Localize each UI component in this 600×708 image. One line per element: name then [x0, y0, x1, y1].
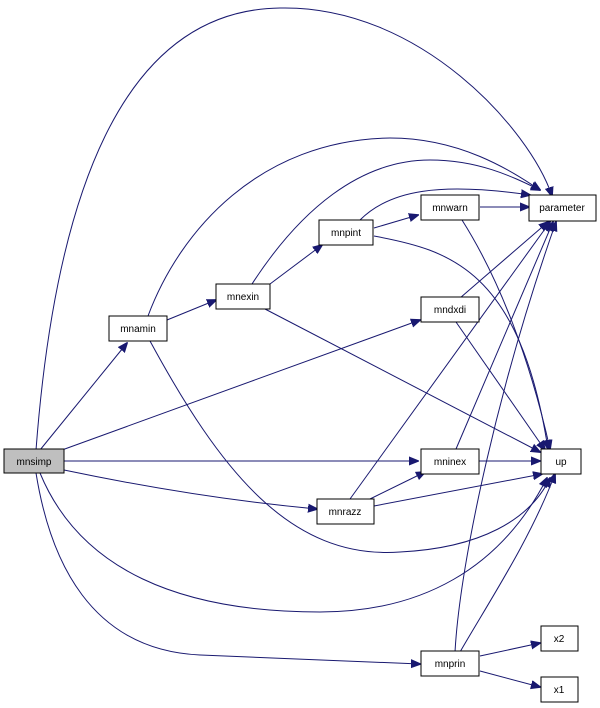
node-label-mninex: mninex [434, 457, 466, 468]
edge-mndxdi-up [455, 321, 545, 450]
edge-mnprin-parameter [454, 222, 556, 653]
edge-mnpint-up [373, 235, 548, 449]
node-label-x1: x1 [554, 685, 565, 696]
node-mnprin[interactable]: mnprin [420, 650, 480, 677]
edge-mnpint-parameter [359, 188, 530, 221]
node-label-mnprin: mnprin [435, 659, 466, 670]
edge-mnrazz-mninex [369, 472, 425, 500]
edge-mnrazz-up [373, 474, 542, 507]
node-label-mnpint: mnpint [331, 228, 361, 239]
node-label-mndxdi: mndxdi [434, 305, 466, 316]
node-label-x2: x2 [554, 634, 565, 645]
node-mnwarn[interactable]: mnwarn [420, 194, 480, 221]
edge-mnsimp-mndxdi [61, 320, 420, 451]
node-mnexin[interactable]: mnexin [215, 283, 271, 310]
node-label-mnexin: mnexin [227, 292, 259, 303]
edge-mnprin-up [459, 474, 555, 653]
edge-mnexin-mnpint [269, 245, 322, 285]
node-mnamin[interactable]: mnamin [108, 315, 168, 342]
node-label-parameter: parameter [539, 203, 585, 214]
edge-mnsimp-mnrazz [63, 469, 317, 509]
edge-mnrazz-parameter [349, 222, 550, 500]
node-mnsimp[interactable]: mnsimp [3, 448, 65, 474]
edge-mnsimp-mnprin [35, 472, 420, 664]
node-x2[interactable]: x2 [540, 625, 579, 652]
edge-mnsimp-up [39, 472, 547, 613]
node-parameter[interactable]: parameter [528, 194, 597, 222]
node-label-mnsimp: mnsimp [16, 457, 51, 468]
node-mninex[interactable]: mninex [420, 448, 480, 475]
edge-mnprin-x2 [479, 643, 540, 657]
edge-mnprin-x1 [479, 670, 540, 687]
edge-mnamin-parameter [147, 137, 540, 317]
edge-mnwarn-up [461, 219, 550, 449]
node-label-mnrazz: mnrazz [329, 507, 362, 518]
edge-mninex-parameter [455, 222, 553, 450]
edge-mnsimp-parameter [35, 7, 552, 451]
edge-mnsimp-mnamin [39, 343, 127, 451]
edge-mndxdi-parameter [459, 222, 548, 299]
edge-mnpint-mnwarn [373, 215, 418, 229]
node-mnpint[interactable]: mnpint [318, 219, 374, 246]
node-label-mnamin: mnamin [120, 324, 156, 335]
edges [35, 7, 556, 687]
node-mndxdi[interactable]: mndxdi [420, 296, 480, 323]
edge-mnexin-parameter [251, 159, 540, 285]
node-mnrazz[interactable]: mnrazz [316, 498, 375, 525]
node-label-mnwarn: mnwarn [432, 203, 468, 214]
node-label-up: up [555, 457, 567, 468]
edge-mnamin-mnexin [166, 300, 216, 321]
edge-mnexin-up [264, 308, 540, 452]
edge-mnamin-up [149, 340, 550, 553]
node-up[interactable]: up [540, 448, 582, 475]
node-x1[interactable]: x1 [540, 676, 579, 703]
